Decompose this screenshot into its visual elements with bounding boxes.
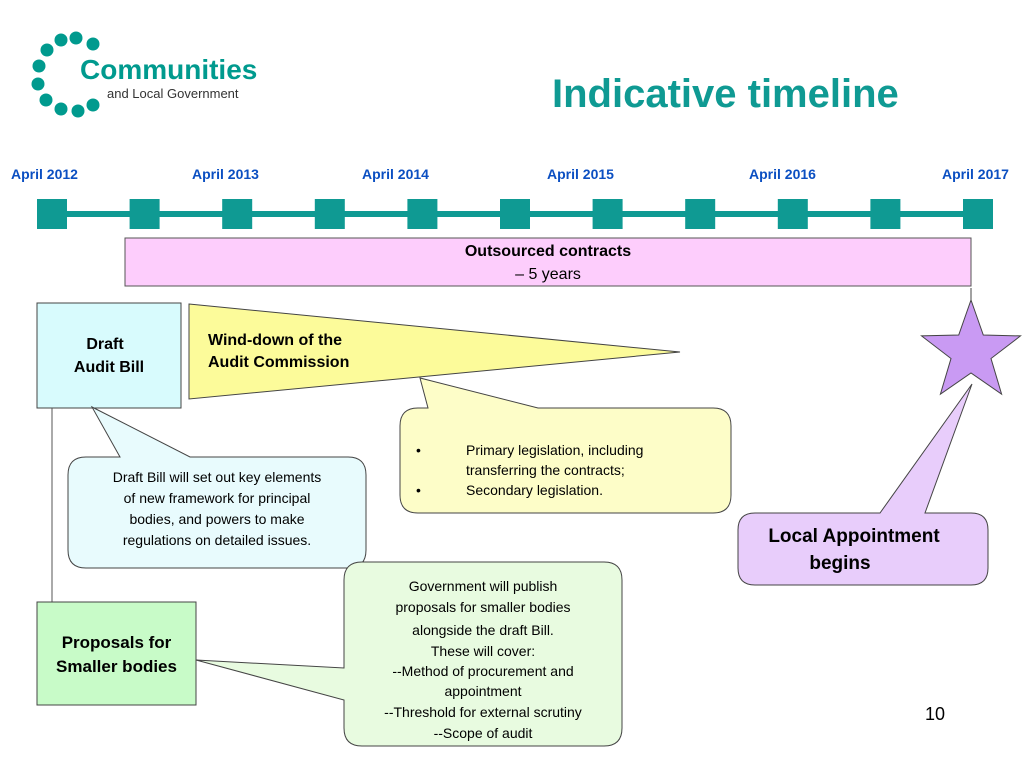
- outsourced-contracts-box: [124, 237, 972, 287]
- timeline-marker: [870, 199, 901, 229]
- year-label: April 2017: [942, 166, 1009, 182]
- gov-callout-line: --Scope of audit: [433, 725, 533, 741]
- logo-mark: [31, 31, 100, 118]
- timeline-marker: [592, 199, 623, 229]
- page-title: Indicative timeline: [552, 72, 899, 116]
- timeline-marker: [963, 199, 993, 229]
- government-callout: [195, 561, 623, 747]
- logo-name: Communities: [80, 54, 258, 85]
- year-label: April 2012: [11, 166, 78, 182]
- smaller-bodies-box: [36, 601, 197, 706]
- local-appointment-line2: begins: [809, 553, 871, 574]
- year-label: April 2015: [547, 166, 614, 182]
- gov-callout-line: These will cover:: [430, 643, 536, 659]
- draft-bill-line1: Draft: [86, 336, 124, 353]
- star-icon: [920, 298, 1022, 396]
- timeline-marker: [129, 199, 160, 229]
- wind-down-line2: Audit Commission: [208, 354, 350, 371]
- outsourced-contracts-title: Outsourced contracts: [464, 243, 632, 260]
- smaller-bodies-line1: Proposals for: [61, 633, 172, 652]
- draft-bill-callout: [67, 405, 367, 569]
- bullet-text: Primary legislation, including: [466, 442, 644, 458]
- timeline-marker: [777, 199, 808, 229]
- draft-callout-line: of new framework for principal: [123, 490, 311, 506]
- bullet-text: transferring the contracts;: [466, 462, 625, 478]
- gov-callout-line: appointment: [444, 683, 522, 699]
- timeline-marker: [222, 199, 253, 229]
- page-number: 10: [925, 704, 946, 724]
- gov-callout-line: proposals for smaller bodies: [395, 599, 571, 615]
- legislation-callout: [399, 377, 732, 514]
- gov-callout-line: Government will publish: [408, 578, 558, 594]
- gov-callout-line: alongside the draft Bill.: [412, 622, 554, 638]
- smaller-bodies-line2: Smaller bodies: [56, 657, 177, 676]
- gov-callout-line: --Threshold for external scrutiny: [384, 704, 582, 720]
- timeline-marker: [37, 199, 67, 229]
- gov-callout-line: --Method of procurement and: [392, 663, 574, 679]
- draft-callout-line: regulations on detailed issues.: [122, 532, 312, 548]
- logo-subtitle: and Local Government: [107, 86, 239, 101]
- bullet-marker: •: [416, 482, 421, 498]
- outsourced-contracts-duration: – 5 years: [515, 266, 581, 283]
- timeline-markers: [37, 199, 993, 229]
- draft-callout-line: Draft Bill will set out key elements: [112, 469, 322, 485]
- wind-down-line1: Wind-down of the: [208, 332, 343, 349]
- local-appointment-line1: Local Appointment: [768, 526, 940, 547]
- timeline-marker: [314, 199, 345, 229]
- year-label: April 2016: [749, 166, 816, 182]
- timeline: [37, 199, 993, 229]
- draft-callout-line: bodies, and powers to make: [129, 511, 305, 527]
- bullet-marker: •: [416, 442, 421, 458]
- bullet-text: Secondary legislation.: [466, 482, 603, 498]
- timeline-marker: [500, 199, 530, 229]
- draft-audit-bill-box: [36, 302, 182, 409]
- local-appointment-callout: [737, 383, 989, 586]
- year-label: April 2014: [362, 166, 429, 182]
- timeline-marker: [407, 199, 438, 229]
- draft-bill-line2: Audit Bill: [73, 359, 145, 376]
- timeline-marker: [685, 199, 716, 229]
- wind-down-triangle: [188, 303, 681, 400]
- year-label: April 2013: [192, 166, 259, 182]
